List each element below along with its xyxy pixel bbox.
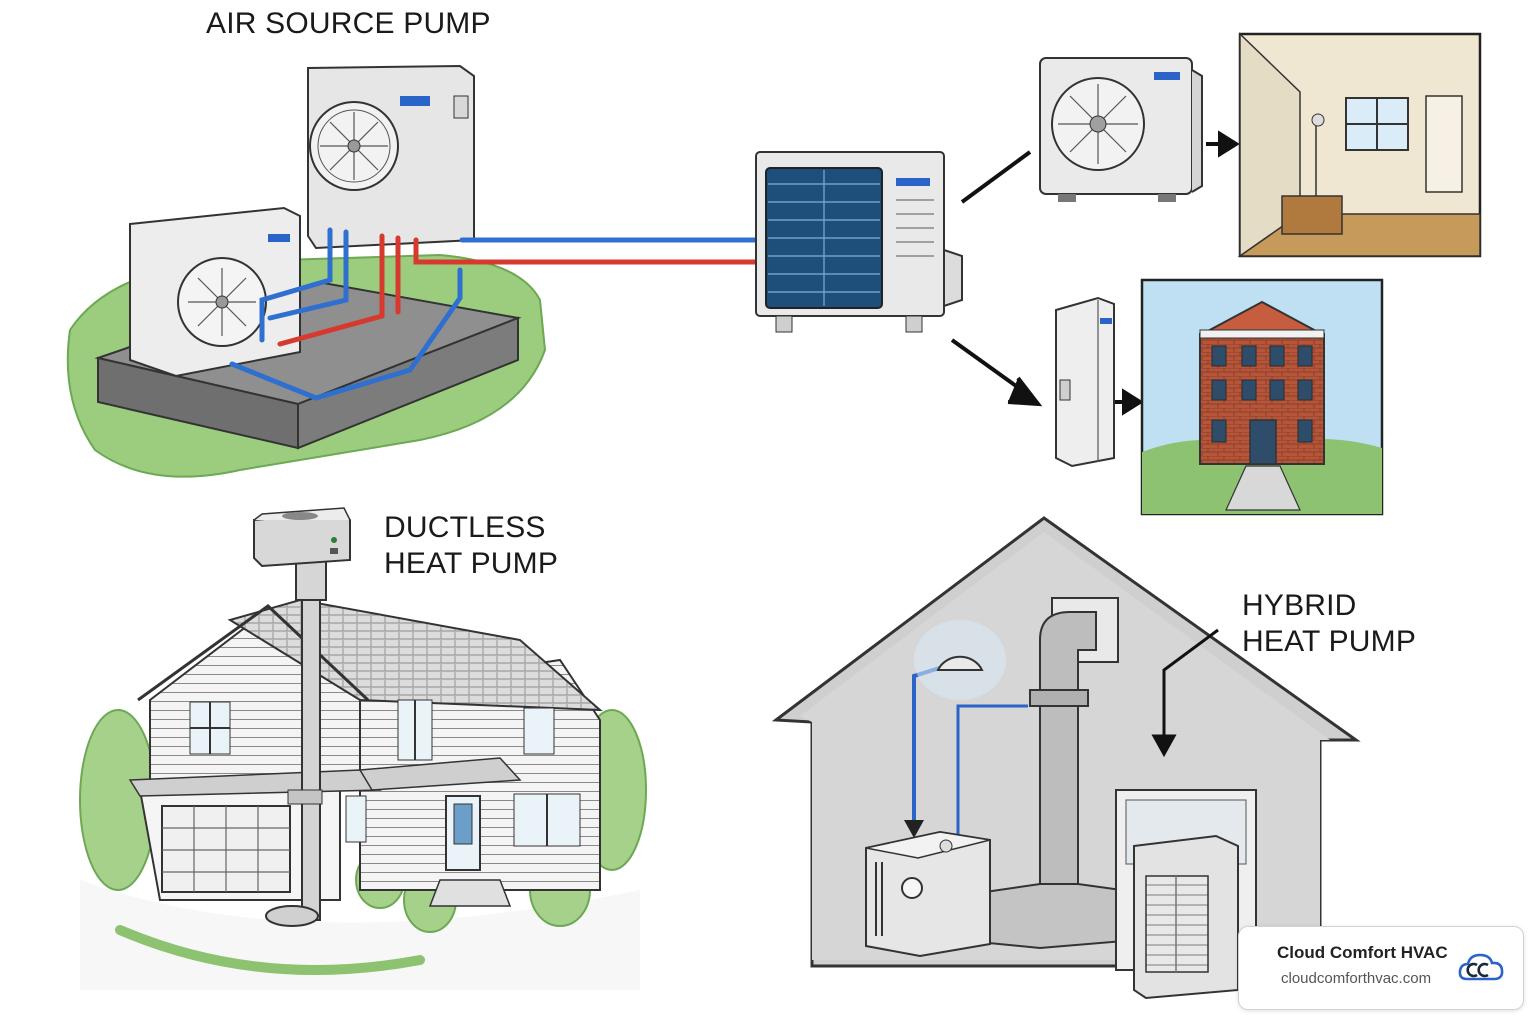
central-condenser-unit [755,151,963,333]
hybrid-outdoor-unit [1133,834,1239,1000]
brick-building-picture [1140,278,1384,516]
tall-indoor-unit [1055,296,1115,468]
brand-card[interactable]: Cloud Comfort HVAC cloudcomforthvac.com [1238,926,1524,1010]
ductless-roof-unit [253,507,351,568]
outdoor-unit-front [129,206,301,378]
label-ductless-line2: HEAT PUMP [384,547,559,580]
brand-url[interactable]: cloudcomforthvac.com [1281,970,1432,987]
label-ductless-heat-pump: DUCTLESS HEAT PUMP [384,510,558,582]
label-air-source-pump: AIR SOURCE PUMP [206,7,491,40]
mini-split-outdoor-unit [1039,57,1203,202]
branch-arrows [950,130,1240,416]
label-ductless-line1: DUCTLESS [384,511,546,544]
label-hybrid-heat-pump: HYBRID HEAT PUMP [1242,588,1416,660]
cloud-cc-logo-icon [1458,953,1504,981]
outdoor-unit-back [307,64,475,250]
hybrid-house-illustration [771,516,1361,1000]
ductless-house-illustration [79,507,647,990]
hybrid-label-arrow [1151,628,1219,758]
room-interior-picture [1237,32,1482,258]
label-hybrid-line1: HYBRID [1242,589,1357,622]
brand-name: Cloud Comfort HVAC [1277,943,1448,962]
label-hybrid-line2: HEAT PUMP [1242,625,1417,658]
air-source-pump-illustration [66,64,759,478]
hybrid-indoor-furnace-unit [865,830,991,958]
